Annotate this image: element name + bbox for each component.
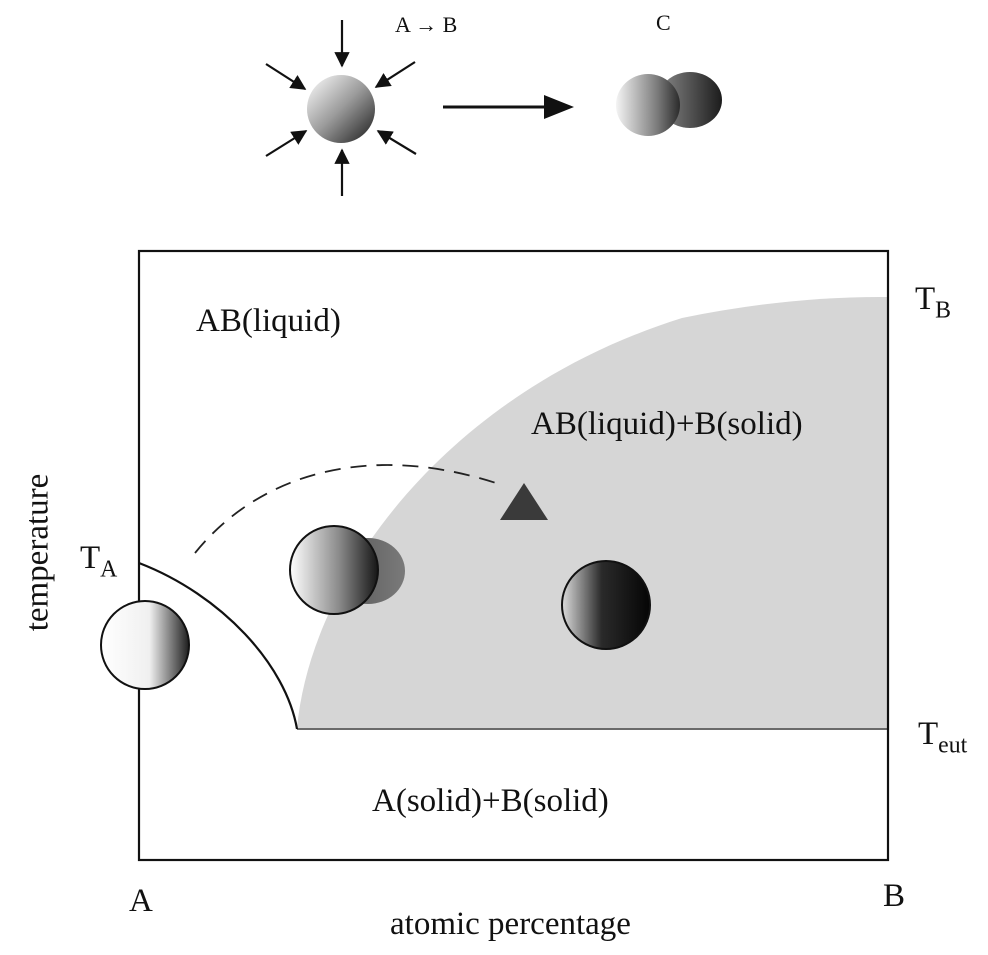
x-left-label: A xyxy=(129,885,153,918)
region-liquid-label: AB(liquid) xyxy=(196,305,341,338)
t-eut-sub: eut xyxy=(938,732,967,758)
arrow-bottom-right xyxy=(378,131,416,154)
t-a-label: TA xyxy=(80,542,117,575)
compressed-sphere xyxy=(307,75,375,143)
arrow-top-right xyxy=(376,62,415,87)
sphere-liquid-ab xyxy=(290,526,378,614)
product-particle xyxy=(616,72,722,136)
sphere-solid-b xyxy=(562,561,650,649)
t-b-main: T xyxy=(915,281,935,317)
arrow-top-left xyxy=(266,64,305,89)
process-arrow-head xyxy=(544,95,574,119)
t-a-sub: A xyxy=(100,556,117,582)
product-particle-front xyxy=(616,74,680,136)
x-right-label: B xyxy=(883,880,905,913)
region-liquid-solid-label: AB(liquid)+B(solid) xyxy=(531,408,803,441)
t-b-sub: B xyxy=(935,297,951,323)
region-solid-solid-label: A(solid)+B(solid) xyxy=(372,785,609,818)
x-axis-label: atomic percentage xyxy=(390,908,631,941)
y-axis-label: temperature xyxy=(22,453,55,653)
product-label: C xyxy=(656,12,671,34)
t-eut-label: Teut xyxy=(918,718,967,751)
reaction-label: A → B xyxy=(395,14,457,36)
phase-diagram xyxy=(101,251,888,860)
top-schematic xyxy=(266,20,722,196)
arrow-bottom-left xyxy=(266,131,306,156)
t-eut-main: T xyxy=(918,716,938,752)
t-a-main: T xyxy=(80,540,100,576)
t-b-label: TB xyxy=(915,283,951,316)
shaded-liquid-solid-region xyxy=(297,297,888,728)
sphere-a-liquid xyxy=(101,601,189,689)
